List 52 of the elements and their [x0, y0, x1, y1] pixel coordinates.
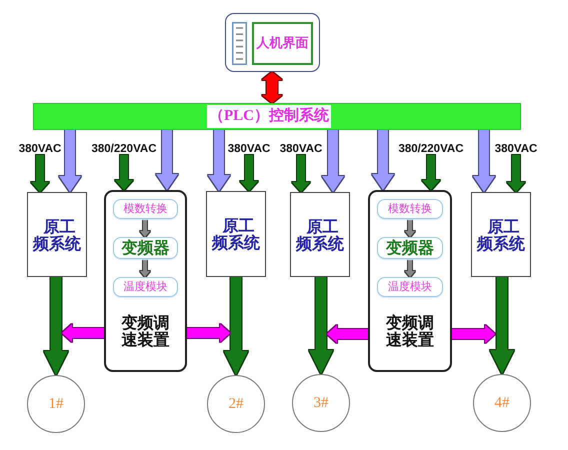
arrow: [405, 219, 415, 237]
arrow: [59, 130, 81, 192]
system-box: 原工频系统: [206, 191, 266, 277]
arrow: [507, 155, 525, 192]
motor-circle: 4#: [473, 374, 531, 432]
voltage-label: 380VAC: [228, 143, 270, 155]
motor-circle: 2#: [207, 375, 265, 433]
arrow: [452, 325, 495, 343]
module-box: 模数转换: [113, 199, 178, 219]
system-box: 原工频系统: [290, 192, 350, 277]
arrow: [156, 130, 178, 190]
module-box: 温度模块: [377, 277, 443, 297]
arrow: [372, 130, 394, 190]
arrow: [31, 155, 49, 192]
arrow: [115, 155, 133, 190]
arrow: [405, 259, 415, 277]
voltage-label: 380VAC: [18, 143, 62, 155]
control-bar: [33, 103, 521, 130]
arrow: [309, 277, 333, 374]
module-box: 模数转换: [377, 199, 443, 219]
arrow: [490, 277, 514, 374]
device-box: [368, 190, 452, 372]
device-box: [104, 190, 187, 372]
arrow: [240, 155, 258, 191]
arrow: [224, 277, 248, 375]
system-box: 原工频系统: [471, 192, 531, 277]
voltage-label: 380/220VAC: [398, 143, 464, 155]
display-screen: 人机界面: [252, 22, 313, 65]
double-arrow: [262, 72, 282, 103]
arrow: [44, 277, 68, 375]
touch-panel: [225, 13, 320, 72]
module-box: 变频器: [377, 237, 443, 259]
device-title: 变频调速装置: [121, 314, 170, 348]
voltage-label: 380VAC: [494, 143, 538, 155]
system-box: 原工频系统: [27, 192, 87, 277]
arrow: [140, 259, 150, 277]
voltage-label: 380/220VAC: [92, 143, 156, 155]
arrow: [140, 219, 150, 237]
motor-circle: 3#: [292, 374, 350, 432]
arrow: [292, 155, 310, 192]
arrow: [208, 130, 230, 191]
motor-circle: 1#: [27, 375, 85, 433]
device-title: 变频调速装置: [386, 314, 434, 348]
bar-title: （PLC）控制系统: [207, 105, 331, 128]
arrow: [473, 130, 495, 192]
module-box: 温度模块: [113, 277, 178, 297]
arrow: [422, 155, 440, 190]
arrow: [327, 325, 368, 343]
voltage-label: 380VAC: [280, 143, 322, 155]
arrow: [62, 324, 104, 342]
module-box: 变频器: [113, 237, 178, 259]
arrow: [322, 130, 344, 192]
